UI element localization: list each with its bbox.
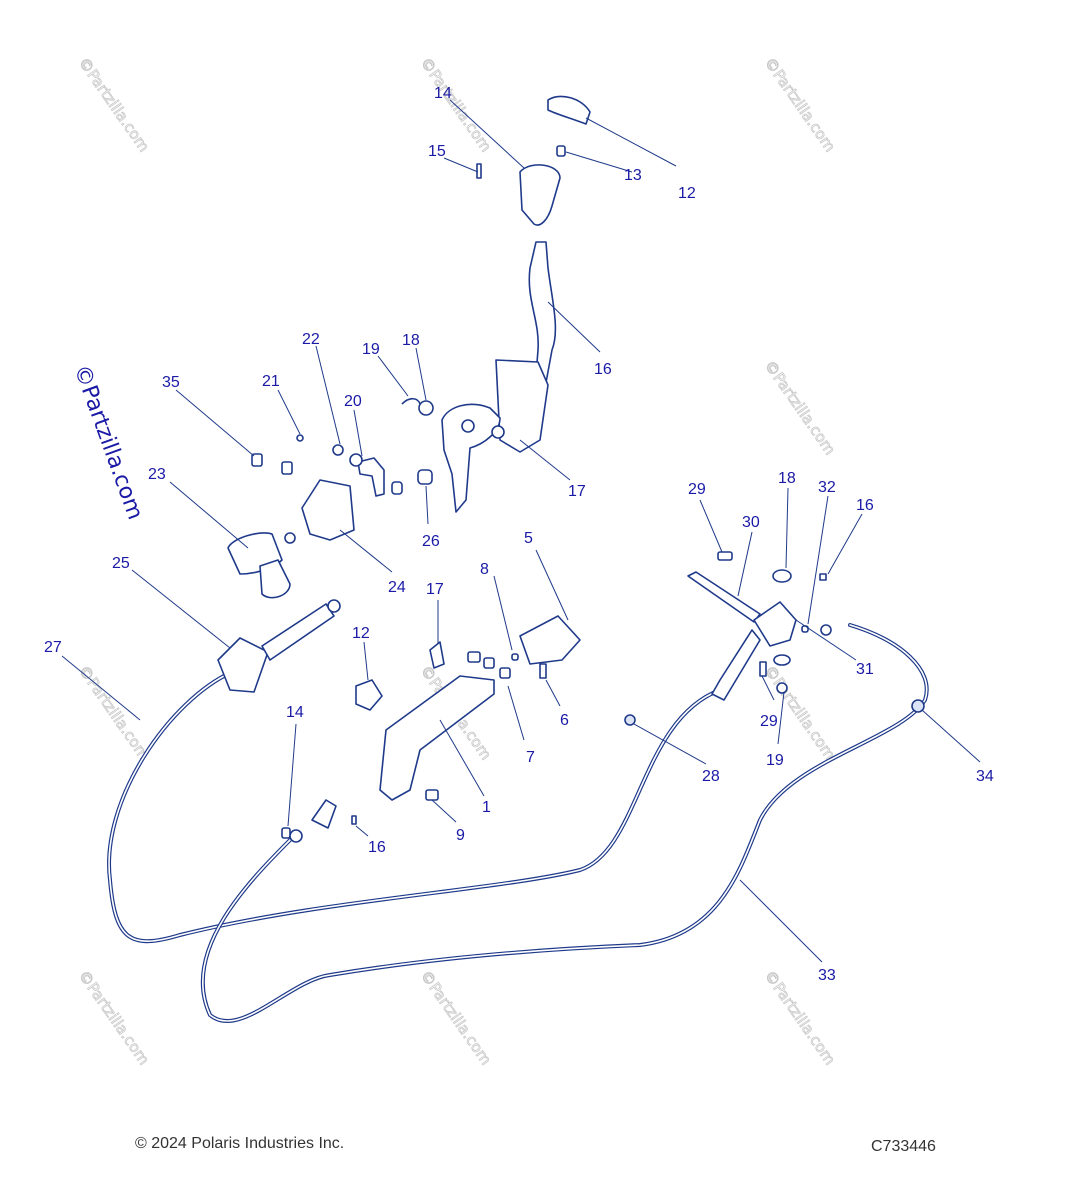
callout-13: 13 xyxy=(624,167,642,184)
callout-18: 18 xyxy=(402,332,420,349)
callout-26: 26 xyxy=(422,533,440,550)
callout-12b: 12 xyxy=(352,625,370,642)
diagram-code: C733446 xyxy=(871,1138,936,1155)
callout-24: 24 xyxy=(388,579,406,596)
callout-14: 14 xyxy=(434,85,452,102)
switch xyxy=(227,532,296,599)
callout-34: 34 xyxy=(976,768,994,785)
callout-31: 31 xyxy=(856,661,874,678)
watermark: ©Partzilla.com xyxy=(75,54,153,155)
callout-35: 35 xyxy=(162,374,180,391)
callout-21: 21 xyxy=(262,373,280,390)
callout-16b: 16 xyxy=(856,497,874,514)
watermark: ©Partzilla.com xyxy=(761,357,839,458)
watermark: ©Partzilla.com xyxy=(75,662,153,763)
brand-watermark: ©Partzilla.com xyxy=(68,362,147,524)
small-parts-left xyxy=(281,679,383,843)
callout-20: 20 xyxy=(344,393,362,410)
cable-housing xyxy=(217,599,341,693)
shifter-base xyxy=(379,641,511,801)
callout-29: 29 xyxy=(688,481,706,498)
callout-17b: 17 xyxy=(426,581,444,598)
callout-17: 17 xyxy=(568,483,586,500)
watermark: ©Partzilla.com xyxy=(75,967,153,1068)
copyright-notice: © 2024 Polaris Industries Inc. xyxy=(135,1135,345,1152)
shift-lever xyxy=(441,241,557,513)
callout-27: 27 xyxy=(44,639,62,656)
cables xyxy=(107,623,929,1024)
callout-1: 1 xyxy=(482,799,491,816)
callout-29b: 29 xyxy=(760,713,778,730)
callout-12: 12 xyxy=(678,185,696,202)
callout-33: 33 xyxy=(818,967,836,984)
callout-16: 16 xyxy=(594,361,612,378)
watermark: ©Partzilla.com xyxy=(417,54,495,155)
watermark: ©Partzilla.com xyxy=(761,54,839,155)
callout-28: 28 xyxy=(702,768,720,785)
callout-16c: 16 xyxy=(368,839,386,856)
callouts: 14 15 13 12 16 22 19 18 35 21 20 23 17 2… xyxy=(44,85,994,984)
callout-7: 7 xyxy=(526,749,535,766)
shift-knob-assembly xyxy=(476,95,591,226)
callout-9: 9 xyxy=(456,827,465,844)
callout-6: 6 xyxy=(560,712,569,729)
leader-lines xyxy=(61,99,981,963)
bracket xyxy=(301,479,355,541)
callout-25: 25 xyxy=(112,555,130,572)
callout-32: 32 xyxy=(818,479,836,496)
lever-hardware xyxy=(251,397,434,497)
callout-18b: 18 xyxy=(778,470,796,487)
callout-15: 15 xyxy=(428,143,446,160)
callout-19: 19 xyxy=(362,341,380,358)
callout-5: 5 xyxy=(524,530,533,547)
cable-bracket-right xyxy=(687,551,832,701)
pedal xyxy=(511,615,581,679)
callout-8: 8 xyxy=(480,561,489,578)
watermark: ©Partzilla.com xyxy=(417,967,495,1068)
callout-19b: 19 xyxy=(766,752,784,769)
callout-23: 23 xyxy=(148,466,166,483)
callout-30: 30 xyxy=(742,514,760,531)
watermarks: ©Partzilla.com ©Partzilla.com ©Partzilla… xyxy=(68,54,839,1069)
callout-22: 22 xyxy=(302,331,320,348)
callout-14b: 14 xyxy=(286,704,304,721)
